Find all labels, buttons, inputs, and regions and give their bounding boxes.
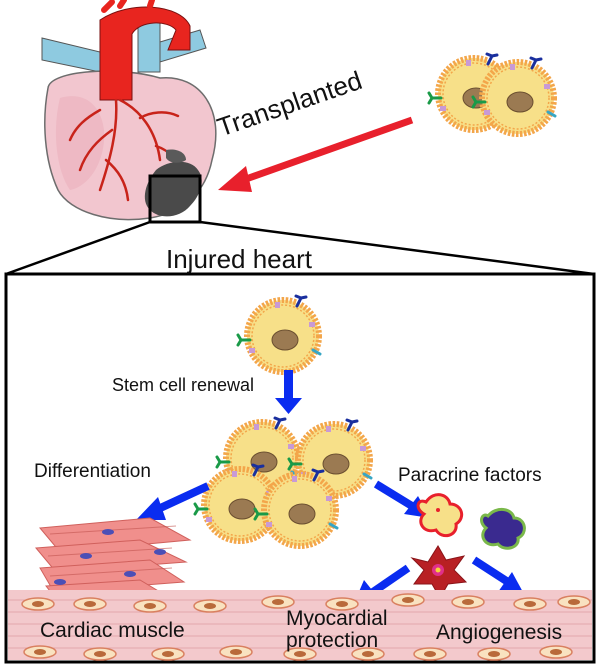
injured-heart-panel	[4, 272, 596, 664]
paracrine-factor-purple	[480, 508, 526, 550]
paracrine-factor-orange	[416, 493, 464, 538]
paracrine-factor-red	[410, 545, 468, 600]
transplanted-stem-cells	[429, 54, 555, 134]
myocardial-protection-label-line1: Myocardial	[286, 607, 388, 630]
differentiation-arrow	[136, 482, 210, 520]
injured-heart-label: Injured heart	[166, 244, 312, 274]
heart-tissue-strip	[8, 590, 592, 661]
heart-illustration	[41, 0, 217, 224]
stem-cell-single	[238, 296, 320, 372]
stem-cell-renewal-label: Stem cell renewal	[112, 375, 255, 395]
cardiac-muscle-label: Cardiac muscle	[40, 619, 185, 642]
renewal-arrow	[275, 370, 302, 414]
angiogenesis-label: Angiogenesis	[436, 621, 563, 644]
differentiation-label: Differentiation	[34, 461, 151, 482]
transplant-arrow	[218, 116, 414, 192]
zoom-lines	[5, 220, 595, 276]
myocardial-protection-label-line2: protection	[286, 629, 379, 652]
angiogenesis-arrow	[471, 556, 524, 594]
paracrine-factors-label: Paracrine factors	[398, 465, 542, 486]
stem-cell-cluster	[195, 418, 371, 546]
